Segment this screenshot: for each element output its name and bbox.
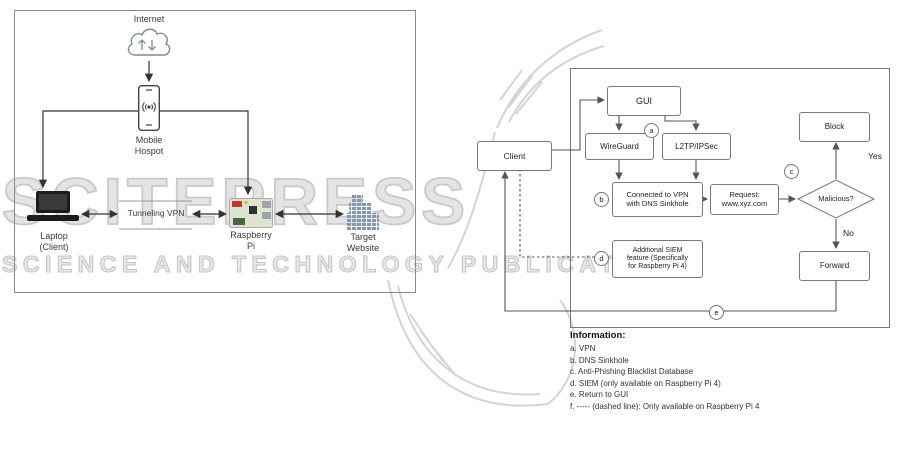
info-item-c: c. Anti-Phishing Blacklist Database bbox=[570, 367, 694, 376]
node-client: Client bbox=[477, 141, 552, 171]
laptop-label: Laptop (Client) bbox=[39, 231, 69, 252]
information-legend: Information: a. VPN b. DNS Sinkhole c. A… bbox=[570, 330, 890, 412]
internet-cloud-icon bbox=[127, 28, 171, 56]
node-gui: GUI bbox=[607, 86, 681, 116]
laptop-icon bbox=[27, 191, 79, 221]
info-item-e: e. Return to GUI bbox=[570, 390, 629, 399]
target-website-building-icon bbox=[347, 195, 379, 231]
badge-a: a bbox=[644, 123, 659, 138]
info-item-d: d. SIEM (only available on Raspberry Pi … bbox=[570, 378, 721, 388]
raspberry-pi-label: Raspberry Pi bbox=[230, 230, 272, 251]
internet-label: Internet bbox=[133, 14, 165, 24]
branch-yes-label: Yes bbox=[868, 151, 882, 161]
network-diagram-graphics bbox=[27, 28, 379, 231]
raspberry-pi-icon bbox=[229, 198, 273, 228]
node-wireguard: WireGuard bbox=[585, 133, 654, 160]
flowchart-border bbox=[570, 68, 890, 328]
badge-e: e bbox=[709, 305, 724, 320]
info-item-b: b. DNS Sinkhole bbox=[570, 355, 629, 365]
node-l2tp-ipsec: L2TP/IPSec bbox=[662, 133, 731, 160]
node-block: Block bbox=[799, 112, 870, 142]
scitepress-watermark-subtitle: SCIENCE AND TECHNOLOGY PUBLICATIONS bbox=[1, 251, 698, 277]
tunneling-vpn-label: Tunneling VPN bbox=[127, 208, 185, 218]
node-malicious-label: Malicious? bbox=[818, 194, 854, 203]
branch-no-label: No bbox=[843, 228, 854, 238]
information-title: Information: bbox=[570, 330, 626, 341]
node-siem: Additional SIEM feature (Specifically fo… bbox=[612, 240, 703, 278]
network-diagram-panel: Internet Mobile Hospot Tunneling VPN Lap… bbox=[14, 10, 416, 293]
badge-c: c bbox=[784, 164, 799, 179]
mobile-hotspot-icon bbox=[137, 84, 161, 131]
node-forward: Forward bbox=[799, 251, 870, 281]
target-website-label: Target Website bbox=[346, 232, 380, 253]
network-connectors bbox=[38, 61, 345, 230]
badge-b: b bbox=[594, 192, 609, 207]
info-item-a: a. VPN bbox=[570, 344, 596, 353]
node-connected-vpn: Connected to VPN with DNS Sinkhole bbox=[612, 182, 703, 217]
mobile-hotspot-label: Mobile Hospot bbox=[134, 135, 164, 156]
badge-d: d bbox=[594, 251, 609, 266]
node-request: Request: www.xyz.com bbox=[710, 184, 779, 215]
info-item-f: f. ----- (dashed line): Only available o… bbox=[570, 401, 760, 411]
malicious-decision-diamond bbox=[796, 179, 876, 219]
